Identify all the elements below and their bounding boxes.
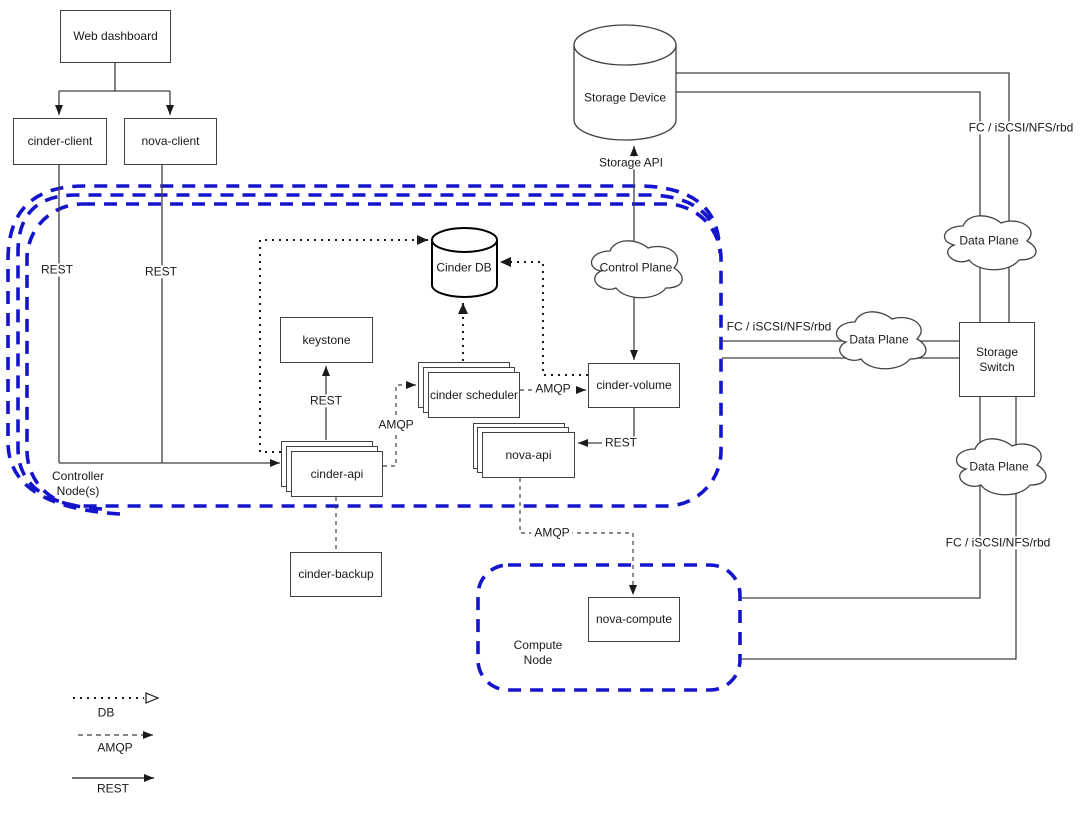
cinder-db-label: Cinder DB — [436, 260, 492, 275]
rest-label-keystone: REST — [306, 394, 346, 408]
node-nova-client: nova-client — [124, 118, 217, 165]
node-web-dashboard: Web dashboard — [60, 10, 171, 63]
legend-amqp-label: AMQP — [97, 740, 133, 755]
edge-cinder-api-scheduler-amqp — [383, 381, 416, 467]
amqp-label-nova-compute: AMQP — [531, 526, 573, 540]
control-plane-cloud — [590, 240, 683, 299]
storage-device-cylinder — [573, 24, 677, 141]
legend-rest-label: REST — [96, 781, 130, 796]
node-storage-switch: Storage Switch — [959, 322, 1035, 397]
rest-label-nova-client: REST — [141, 265, 181, 279]
edge-storage-device-switch-1 — [676, 72, 1010, 322]
data-plane-bottom-label: Data Plane — [969, 459, 1029, 474]
control-plane-label: Control Plane — [599, 260, 673, 275]
controller-node-border-middle — [16, 193, 722, 511]
node-cinder-backup: cinder-backup — [290, 552, 382, 597]
fc-label-top: FC / iSCSI/NFS/rbd — [965, 121, 1077, 135]
storage-device-cylinder-rim — [573, 44, 677, 66]
amqp-label-scheduler: AMQP — [532, 382, 574, 396]
node-cinder-scheduler: cinder scheduler — [428, 372, 520, 418]
node-nova-compute: nova-compute — [588, 597, 680, 642]
storage-device-label: Storage Device — [583, 90, 667, 105]
node-cinder-api: cinder-api — [291, 451, 383, 497]
fc-label-bottom: FC / iSCSI/NFS/rbd — [942, 536, 1054, 550]
legend-db-label: DB — [97, 705, 115, 720]
edge-switch-compute-2 — [742, 397, 1017, 660]
controller-node-border-outer — [6, 184, 721, 516]
data-plane-cloud-top — [943, 215, 1037, 271]
cinder-db-cylinder-rim — [431, 239, 498, 253]
edge-cinder-api-cinderdb-db — [259, 235, 428, 453]
edge-switch-compute-1 — [742, 397, 981, 599]
amqp-label-cinder-api: AMQP — [375, 418, 417, 432]
rest-label-cinder-client: REST — [37, 263, 77, 277]
cinder-db-cylinder — [431, 227, 498, 298]
rest-label-nova-api: REST — [601, 436, 641, 450]
edge-storage-device-switch-2 — [676, 91, 981, 322]
edge-dashboard-split — [59, 63, 170, 92]
data-plane-top-label: Data Plane — [959, 233, 1019, 248]
node-keystone: keystone — [280, 317, 373, 363]
storage-api-label: Storage API — [595, 156, 667, 170]
controller-node-border — [25, 202, 723, 508]
compute-node-label: Compute Node — [513, 638, 563, 667]
node-nova-api: nova-api — [482, 432, 575, 478]
node-cinder-volume: cinder-volume — [588, 363, 680, 408]
node-cinder-client: cinder-client — [13, 118, 107, 165]
controller-node-label: Controller Node(s) — [51, 469, 105, 498]
data-plane-cloud-bottom — [955, 438, 1047, 496]
data-plane-cloud-mid — [835, 311, 927, 370]
compute-node-border — [476, 563, 742, 692]
data-plane-mid-label: Data Plane — [849, 332, 909, 347]
legend-db-arrowhead — [145, 692, 160, 704]
edge-cinder-volume-cinderdb-db — [500, 257, 588, 376]
edge-nova-api-nova-compute-amqp — [519, 478, 637, 595]
fc-label-mid: FC / iSCSI/NFS/rbd — [723, 320, 835, 334]
